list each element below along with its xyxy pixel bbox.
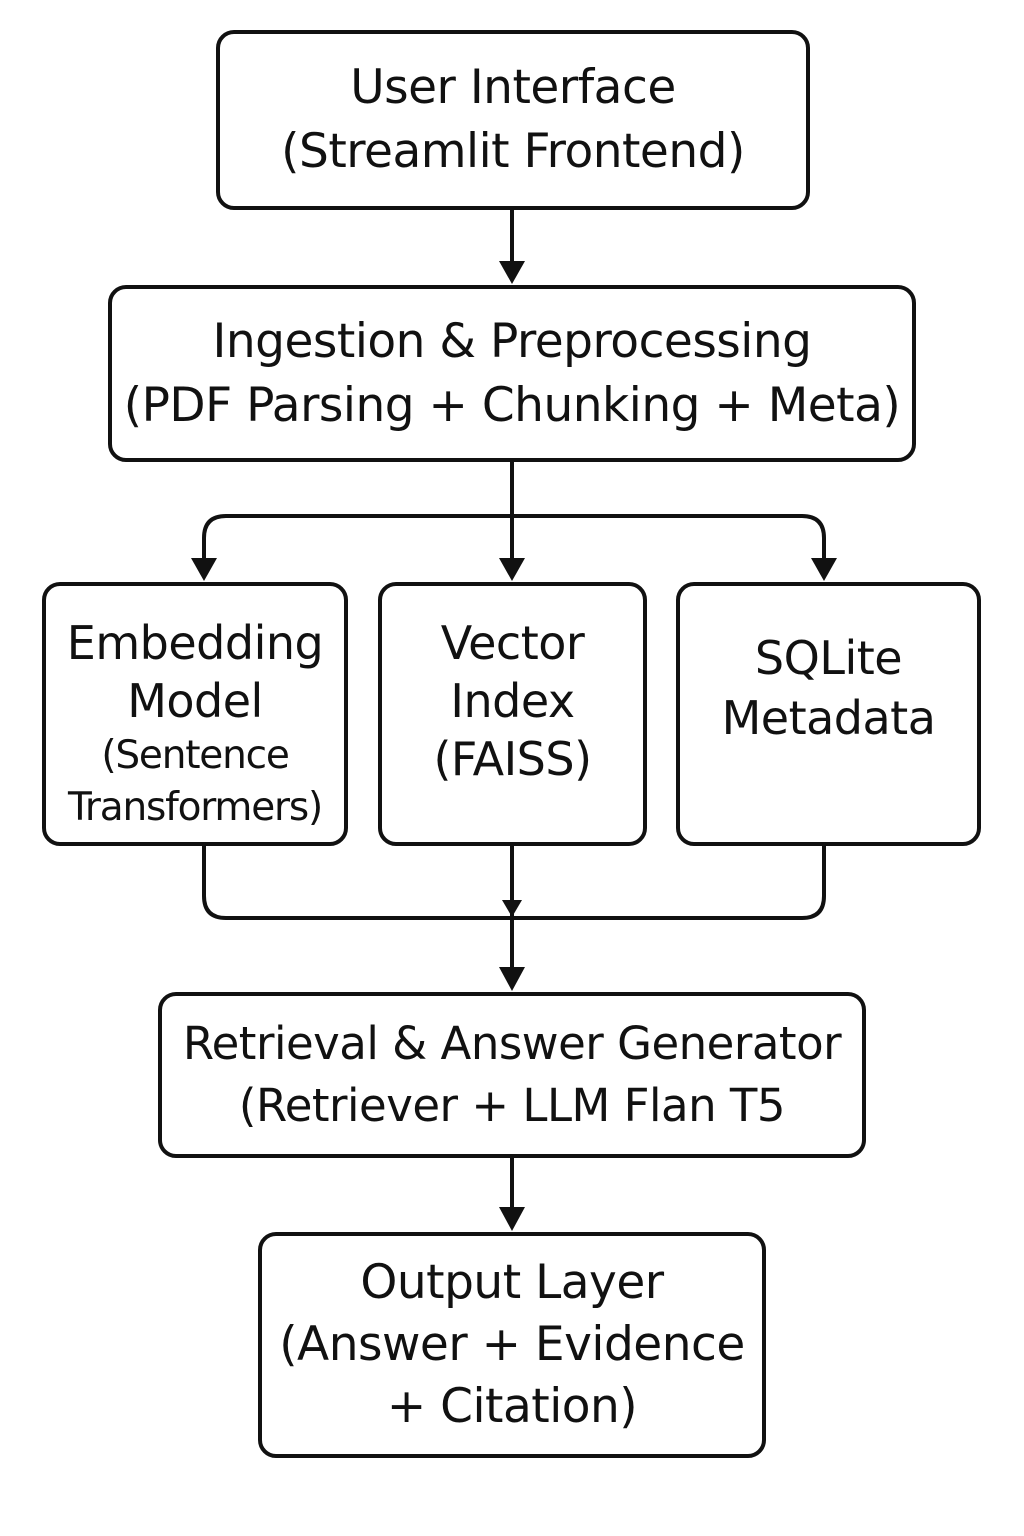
arrowhead-vector: [499, 558, 525, 581]
user-interface-box: User Interface (Streamlit Frontend): [216, 30, 810, 210]
vector-subtitle: (FAISS): [433, 732, 592, 786]
ingestion-subtitle: (PDF Parsing + Chunking + Meta): [123, 377, 901, 433]
arrowhead-embed: [191, 558, 217, 581]
arrowhead-retrieval: [499, 967, 525, 991]
retrieval-subtitle: (Retriever + LLM Flan T5: [238, 1079, 786, 1132]
embedding-subtitle-line2: Transformers): [68, 785, 323, 830]
embedding-subtitle-line1: (Sentence: [101, 733, 290, 778]
edge-sqlite-to-merge: [510, 844, 826, 920]
output-title: Output Layer: [360, 1255, 664, 1310]
edge-embed-to-merge: [202, 844, 514, 920]
output-subtitle-line1: (Answer + Evidence: [279, 1317, 745, 1372]
embedding-title-line1: Embedding: [66, 616, 324, 670]
sqlite-title-line1: SQLite: [754, 631, 903, 685]
vector-title-line2: Index: [450, 674, 575, 728]
vector-title-line1: Vector: [440, 616, 585, 670]
user-interface-subtitle: (Streamlit Frontend): [281, 124, 745, 179]
retrieval-title: Retrieval & Answer Generator: [182, 1017, 842, 1070]
ingestion-title: Ingestion & Preprocessing: [212, 313, 812, 369]
output-subtitle-line2: + Citation): [386, 1379, 638, 1434]
embedding-model-box: Embedding Model (Sentence Transformers): [42, 582, 348, 846]
embedding-title-line2: Model: [127, 674, 263, 728]
output-layer-box: Output Layer (Answer + Evidence + Citati…: [258, 1232, 766, 1458]
sqlite-metadata-box: SQLite Metadata: [676, 582, 981, 846]
arrowhead-output: [499, 1207, 525, 1231]
arrowhead-sqlite: [811, 558, 837, 581]
ingestion-preprocessing-box: Ingestion & Preprocessing (PDF Parsing +…: [108, 285, 916, 462]
vector-index-box: Vector Index (FAISS): [378, 582, 647, 846]
retrieval-answer-generator-box: Retrieval & Answer Generator (Retriever …: [158, 992, 866, 1158]
sqlite-title-line2: Metadata: [721, 691, 936, 745]
user-interface-title: User Interface: [350, 60, 676, 115]
edge-ingest-to-sqlite: [510, 514, 826, 562]
arrowhead-ingest: [499, 261, 525, 284]
edge-ingest-to-embed: [202, 514, 514, 562]
arrowhead-merge: [502, 900, 522, 917]
